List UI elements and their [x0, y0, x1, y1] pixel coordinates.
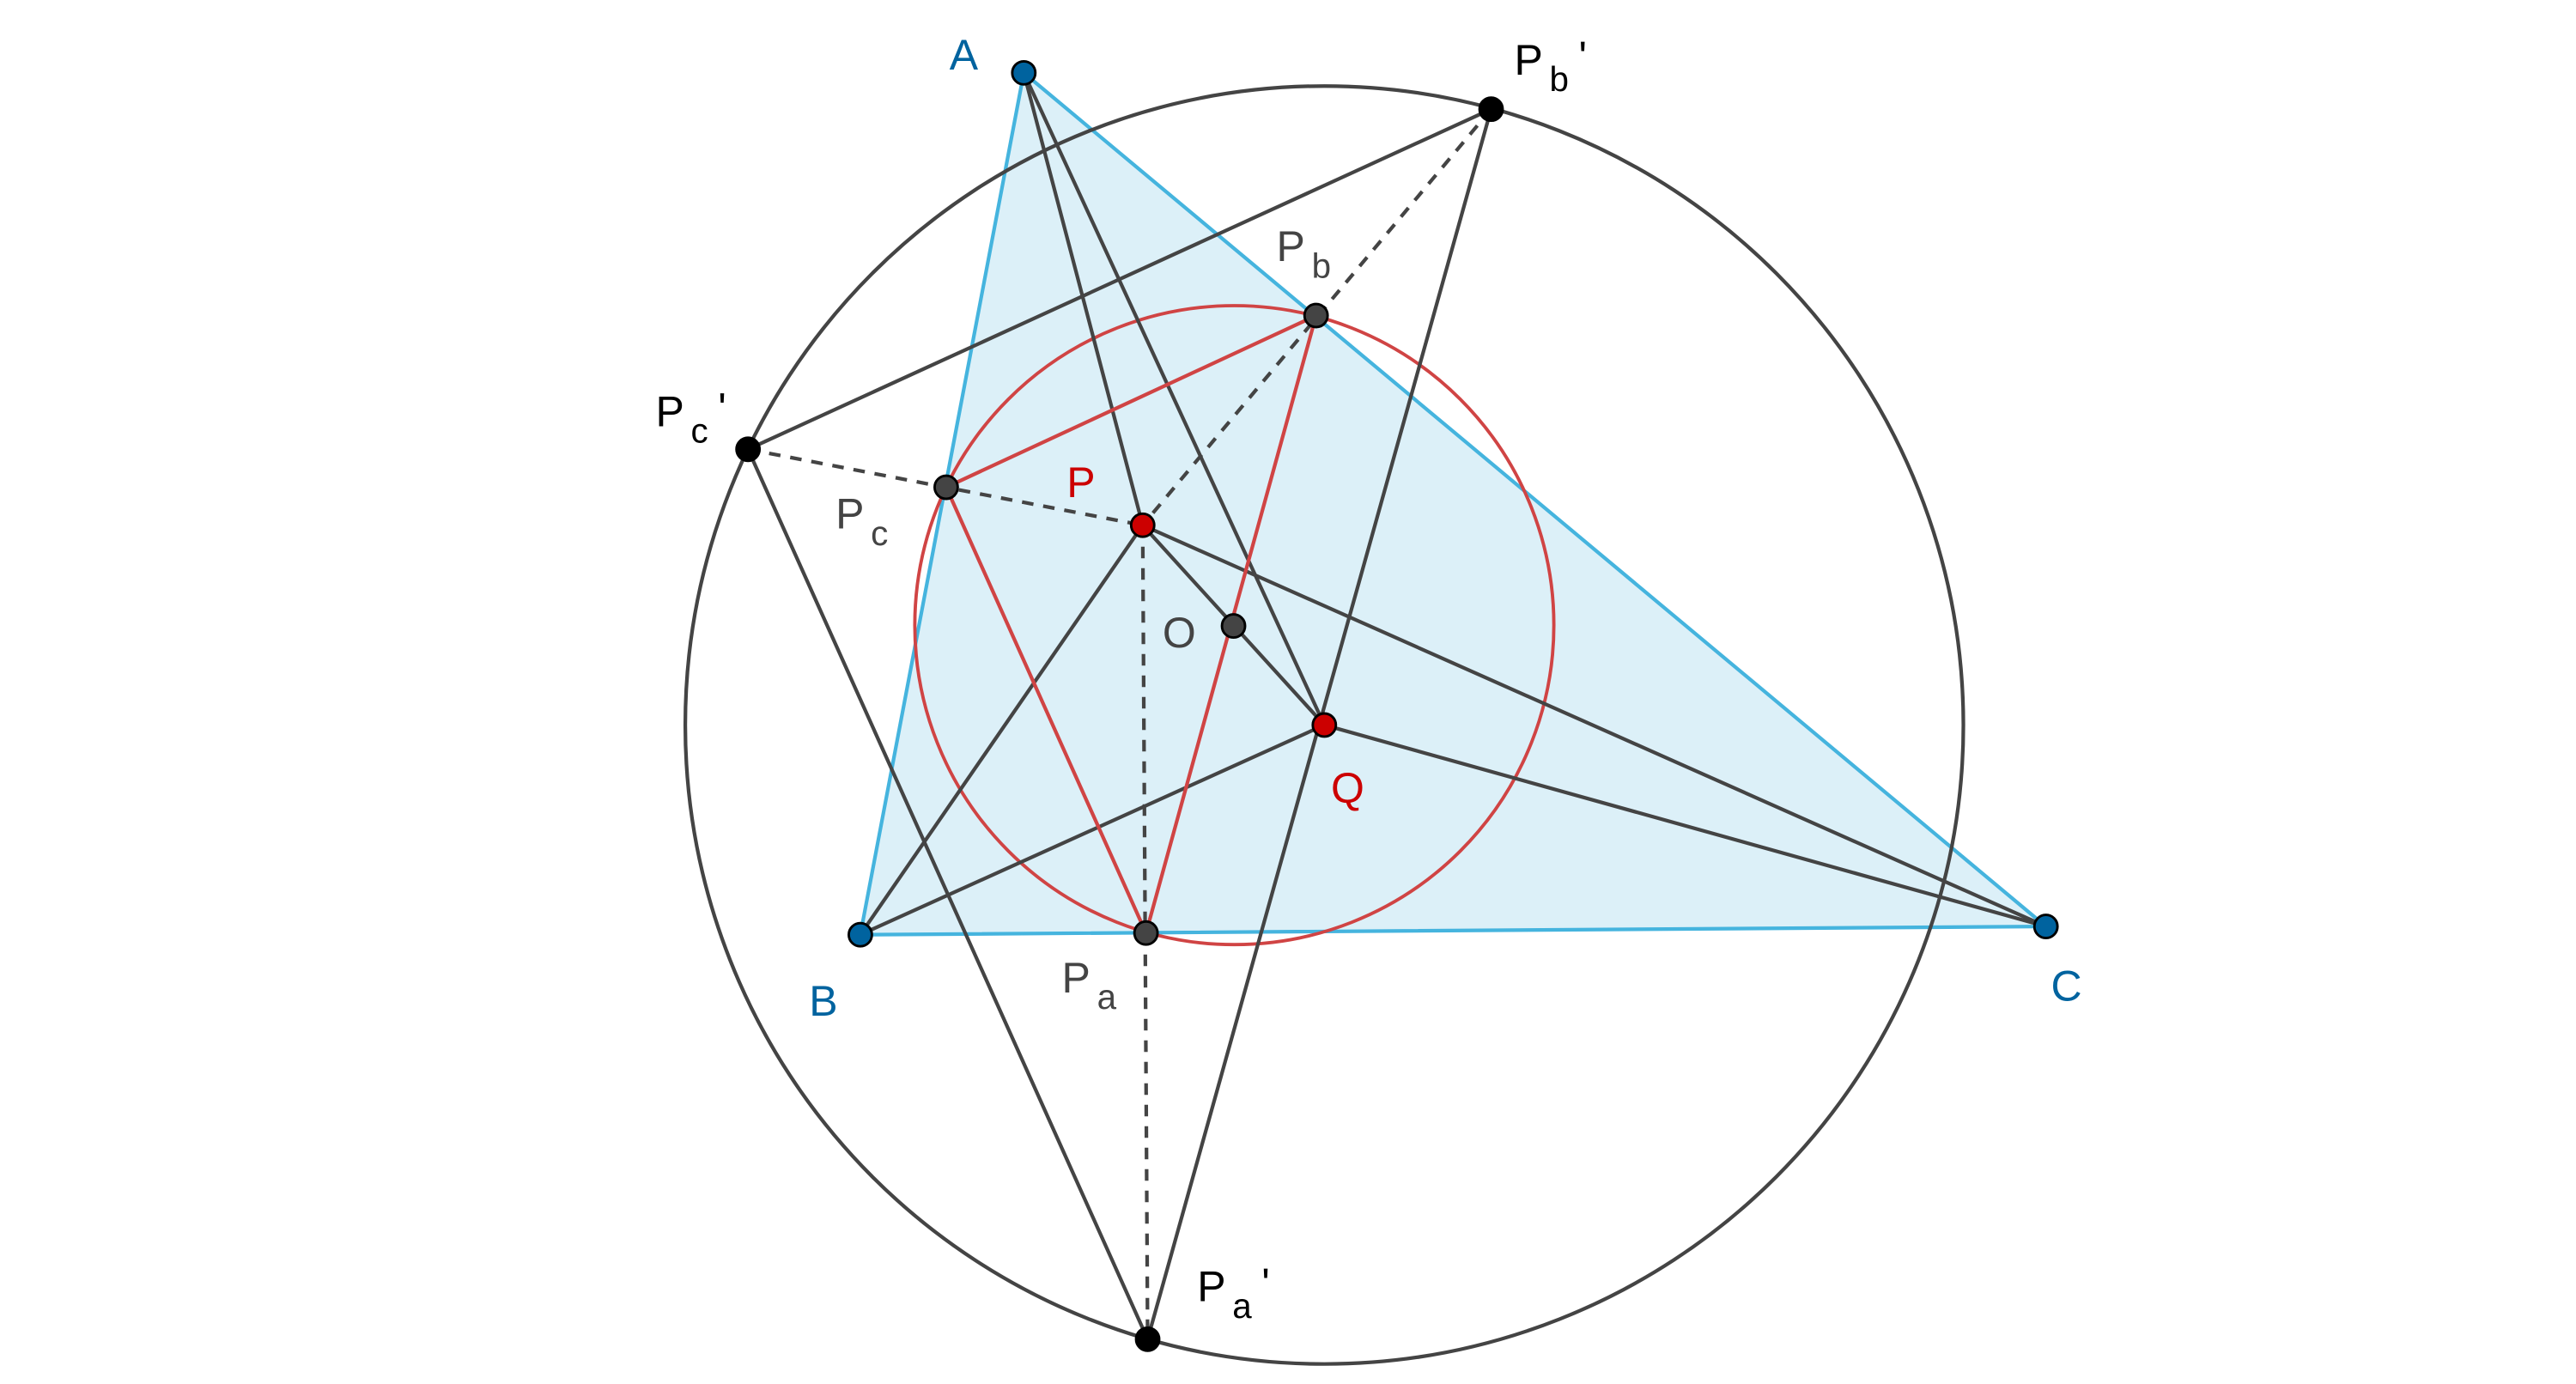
triangle-ABC	[858, 69, 2051, 937]
point-P	[1129, 512, 1156, 538]
line-C-Q	[1323, 723, 2047, 929]
label-C: C	[2050, 962, 2081, 1011]
line-Pc2-Pb2	[747, 107, 1492, 452]
point-Pb2-prime	[1478, 96, 1504, 123]
dashed-line-P-Pa2	[1140, 525, 1150, 1339]
label-P: P	[1066, 458, 1095, 507]
point-O	[1220, 613, 1247, 639]
pedal-line-Pc-Pb	[945, 313, 1317, 489]
dashed-line-Pb2-P	[1141, 107, 1493, 527]
pedal-line-Pc-Pa	[944, 486, 1148, 934]
label-A: A	[950, 31, 979, 79]
point-Pa	[1133, 920, 1159, 946]
circumcircle	[683, 84, 1965, 1366]
point-Pc	[933, 474, 959, 501]
point-A	[1011, 59, 1037, 86]
point-Q	[1311, 712, 1338, 738]
point-Pa2-prime	[1134, 1326, 1161, 1352]
point-Pb	[1303, 302, 1329, 329]
label-O: O	[1163, 609, 1196, 657]
line-A-P	[1022, 72, 1145, 526]
point-C	[2032, 914, 2059, 939]
point-Pc2-prime	[735, 436, 762, 463]
line-Pc2-Pa2	[746, 448, 1150, 1340]
line-C-P	[1141, 523, 2047, 929]
label-B: B	[809, 977, 837, 1025]
line-B-Q	[860, 723, 1326, 937]
line-B-P	[859, 524, 1145, 936]
line-A-Q	[1022, 71, 1327, 726]
pedal-circle	[913, 304, 1556, 947]
point-B	[848, 921, 873, 948]
label-Q: Q	[1331, 764, 1364, 812]
